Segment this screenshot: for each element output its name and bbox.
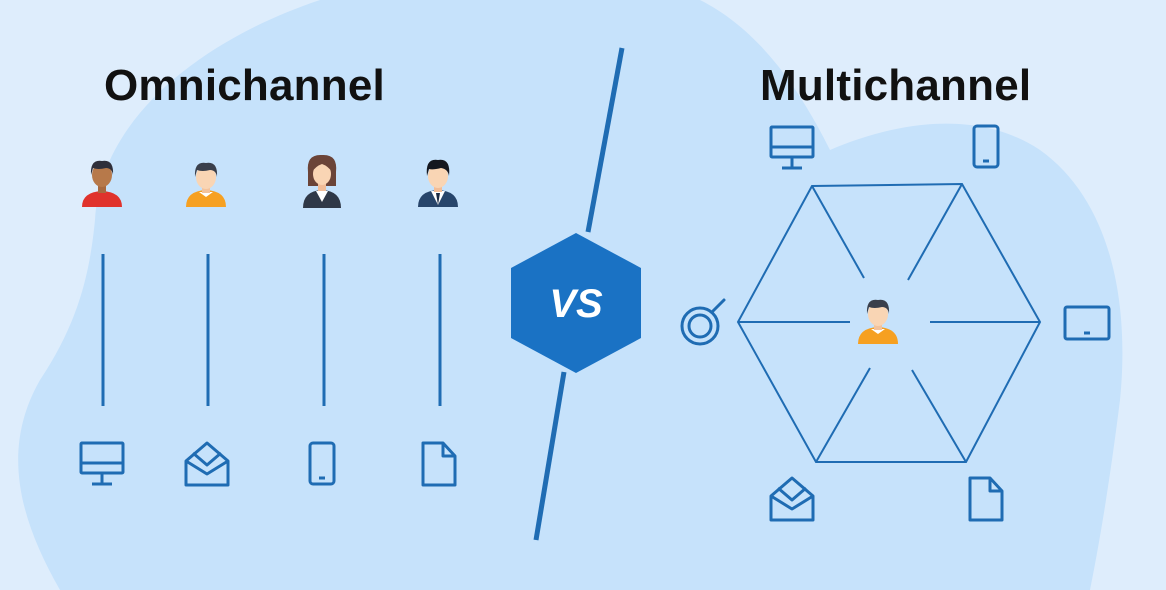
monitor-icon — [79, 441, 125, 486]
vs-text: VS — [549, 282, 603, 326]
tablet-icon — [1063, 305, 1111, 341]
center-person-icon — [858, 299, 898, 344]
omnichannel-title: Omnichannel — [104, 61, 385, 110]
vs-badge: VS — [511, 233, 641, 373]
connector-lines — [101, 254, 442, 406]
envelope-icon — [769, 476, 815, 522]
monitor-icon — [769, 125, 815, 170]
document-icon — [421, 441, 457, 487]
hexagon-network — [736, 182, 1042, 463]
woman-business-icon — [303, 154, 341, 208]
envelope-icon — [184, 441, 230, 487]
person-orange-shirt-icon — [186, 162, 226, 207]
smartphone-icon — [308, 441, 336, 486]
divider-line — [533, 47, 625, 541]
person-red-shirt-icon — [82, 160, 122, 207]
magnifier-icon — [680, 298, 726, 346]
multichannel-title: Multichannel — [760, 61, 1032, 110]
document-icon — [968, 476, 1004, 522]
smartphone-icon — [972, 124, 1000, 169]
man-business-icon — [418, 159, 458, 207]
